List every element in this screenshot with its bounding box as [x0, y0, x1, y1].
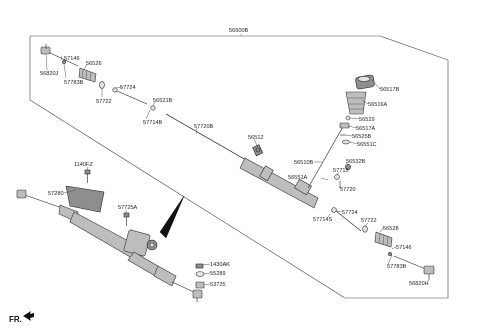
label-1430AK: 1430AK [210, 262, 230, 268]
label-57146-upper: 57146 [64, 56, 80, 62]
label-57720: 57720 [340, 187, 356, 193]
assembly-frame [29, 34, 449, 299]
label-57783B-lower: 57783B [387, 264, 407, 270]
label-56551C: 56551C [357, 142, 377, 148]
assembly-ref-label: 56500B [229, 28, 249, 34]
pinion-cover-stack [339, 74, 375, 145]
label-56512: 56512 [248, 135, 264, 141]
small-fittings-right [334, 164, 351, 188]
rack-shaft [165, 113, 247, 161]
label-57722-upper: 57722 [96, 99, 112, 105]
steering-housing-upper [239, 124, 345, 209]
label-56528: 56528 [383, 226, 399, 232]
inner-tie-rod-upper [112, 87, 156, 111]
label-57714B: 57714B [143, 120, 163, 126]
front-arrow: FR. [9, 311, 34, 324]
label-55289: 55289 [210, 271, 226, 277]
label-57715: 57715 [333, 168, 349, 174]
label-57280: 57280 [48, 191, 64, 197]
label-1140FZ: 1140FZ [74, 162, 93, 168]
tie-rod-end-right-lower [388, 252, 435, 280]
label-53725: 53725 [210, 282, 226, 288]
bolt-57725A [123, 212, 130, 226]
label-57783B-upper: 57783B [64, 80, 84, 86]
bolt-1140FZ [84, 169, 91, 183]
clamp-left-upper [99, 81, 105, 89]
label-57724-lower: 57724 [342, 210, 358, 216]
label-56517B: 56517B [380, 87, 400, 93]
label-56551A: 56551A [288, 175, 308, 181]
black-pointer-wedge [159, 195, 185, 239]
label-56517A: 56517A [356, 126, 376, 132]
boot-right-lower [374, 231, 393, 248]
label-56510B: 56510B [294, 160, 314, 166]
assembled-steering-gear [16, 185, 203, 302]
label-57720B: 57720B [194, 124, 214, 130]
label-56526: 56526 [86, 61, 102, 67]
label-56521B: 56521B [153, 98, 173, 104]
label-56525B: 56525B [352, 134, 372, 140]
part-labels: 57146 56526 56820J 57783B 57724 57722 56… [40, 56, 429, 288]
leader-lines [45, 53, 430, 286]
label-57725A: 57725A [118, 205, 138, 211]
front-label: FR. [9, 315, 22, 324]
label-57714S: 57714S [313, 217, 333, 223]
label-56516A: 56516A [368, 102, 388, 108]
small-parts-bottom [195, 263, 205, 289]
clamp-right-lower [362, 225, 368, 233]
label-56532B: 56532B [346, 159, 366, 165]
tie-rod-end-left-upper [40, 44, 79, 67]
inner-tie-rod-lower-right [331, 207, 362, 232]
label-57146-lower: 57146 [396, 245, 412, 251]
boot-left-upper [78, 67, 97, 83]
label-57722-lower: 57722 [361, 218, 377, 224]
label-56820J: 56820J [40, 71, 59, 77]
label-56529: 56529 [359, 117, 375, 123]
label-57724-upper: 57724 [120, 85, 136, 91]
label-56820H: 56820H [409, 281, 429, 287]
